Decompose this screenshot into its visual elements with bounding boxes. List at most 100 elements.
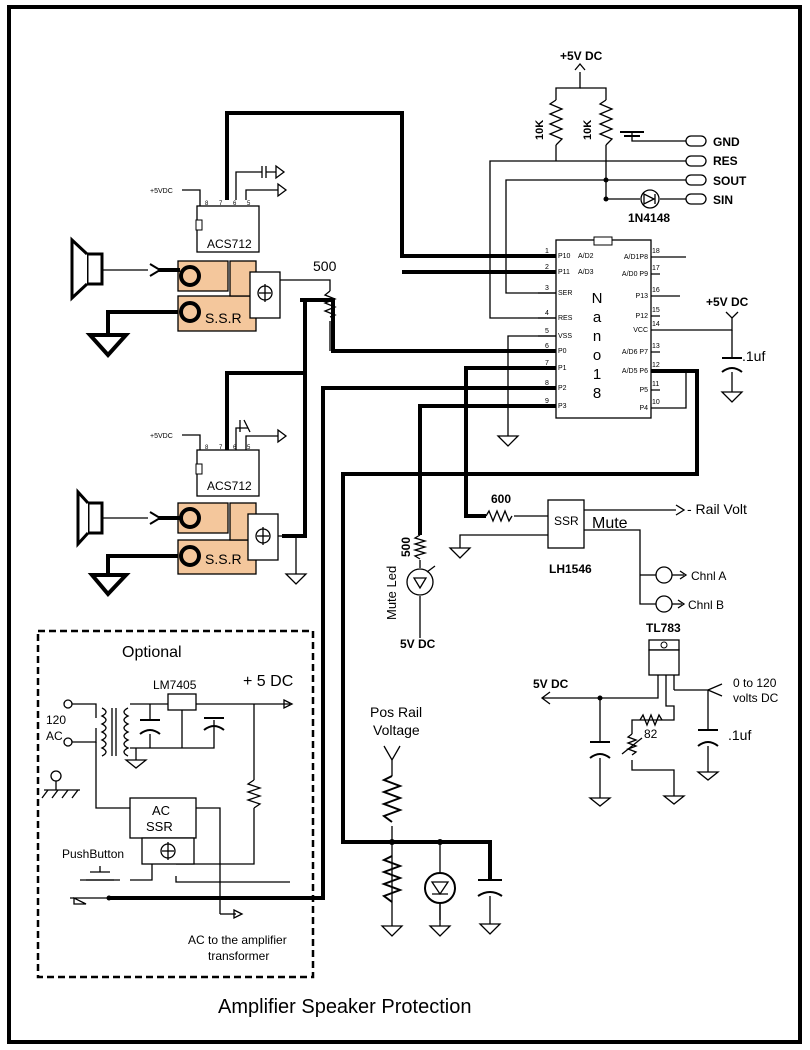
chip-right-pin-num: 13 — [652, 343, 660, 350]
chip-left-pin-label: P1 — [558, 365, 567, 372]
ground-a-icon — [85, 310, 178, 358]
acs712-b — [196, 449, 260, 497]
zener-icon — [424, 872, 456, 904]
chip-name-letter: 1 — [593, 366, 601, 383]
terminal-a-bottom — [179, 301, 201, 323]
speaker-a-icon — [70, 236, 180, 302]
ssr-small-label: SSR — [554, 514, 579, 528]
earth-ground-icon — [41, 770, 80, 799]
chip-right-pin-label: VCC — [633, 327, 648, 334]
ac120-a-label: 120 — [46, 713, 66, 727]
chip-right-pin-num: 11 — [652, 381, 659, 388]
cap-opt-a-icon — [139, 719, 161, 735]
voltage-label: Voltage — [373, 722, 420, 738]
r10k-a-label: 10K — [534, 120, 546, 140]
cap-rail-icon — [477, 879, 503, 924]
terminal-b-bottom — [179, 545, 201, 567]
resistor-82 — [639, 713, 663, 727]
channel-b-module: ACS712 8 7 6 5 S.S.R +5VDC — [150, 419, 308, 585]
pushbutton-icon — [86, 866, 114, 881]
v5-top-label: +5V DC — [560, 49, 603, 63]
pos-rail-label: Pos Rail — [370, 704, 422, 720]
chip-right-pin-label: P12 — [636, 313, 649, 320]
r82-label: 82 — [644, 727, 658, 741]
chip-left-pin-label: P3 — [558, 403, 567, 410]
optional-box — [36, 629, 315, 979]
acs712-a — [196, 205, 260, 253]
resistor-600 — [485, 509, 513, 523]
ground-b-icon — [87, 554, 178, 598]
chip-right-pin-label: A/D5 P6 — [622, 368, 648, 375]
r10k-b-label: 10K — [582, 120, 594, 140]
cap-1uf-a-icon — [721, 357, 743, 373]
ac-amp-b-label: transformer — [208, 949, 269, 963]
chip-right-pin-label: P4 — [639, 405, 648, 412]
chip-right-pin-num: 16 — [652, 287, 660, 294]
chip-right-pin-label: A/D0 P9 — [622, 271, 648, 278]
pushbutton-label: PushButton — [62, 847, 124, 861]
ground-rail-b-icon — [428, 925, 452, 937]
ac-ssr-a-label: AC — [152, 803, 170, 818]
chip-name-letter: 8 — [593, 385, 601, 402]
ac-ssr-box — [129, 797, 197, 839]
ground-vss-icon — [496, 435, 520, 447]
res-label: RES — [713, 154, 738, 168]
resistor-500-led — [412, 534, 428, 560]
svg-text:6: 6 — [233, 445, 237, 451]
chip-left-pin-label: RES — [558, 315, 573, 322]
chip-left-pin-num: 6 — [545, 343, 549, 350]
terminal-b-top — [179, 507, 201, 529]
ground-rail-a-icon — [380, 925, 404, 937]
cap-opt-b-icon — [203, 717, 225, 731]
chnl-a-label: Chnl A — [691, 569, 726, 583]
ssr-mute-box — [547, 499, 585, 549]
ground-rail-c-icon — [478, 923, 502, 935]
resistor-10k-a — [548, 99, 564, 146]
svg-text:6: 6 — [233, 201, 237, 207]
rail-volt-label: - Rail Volt — [687, 501, 747, 517]
volts-dc-label: volts DC — [733, 691, 779, 705]
mute-led-label: Mute Led — [384, 566, 399, 620]
diode-icon — [640, 189, 660, 209]
terminal-a-top — [179, 265, 201, 287]
optional-label: Optional — [122, 644, 182, 661]
svg-text:7: 7 — [219, 445, 223, 451]
svg-text:5: 5 — [247, 445, 251, 451]
channel-a-module: ACS712 8 7 6 5 S.S.R +5VDC — [150, 164, 288, 332]
chip-right-pin-label: A/D1P8 — [624, 254, 648, 261]
ac-ssr-b-label: SSR — [146, 819, 173, 834]
ssr-a-label: S.S.R — [205, 310, 242, 326]
chip-inner-label: A/D3 — [578, 269, 594, 276]
connector-plugs — [685, 135, 707, 205]
speaker-b-icon — [76, 488, 180, 548]
chip-right-pin-num: 10 — [652, 399, 660, 406]
lh1546-label: LH1546 — [549, 562, 592, 576]
chip-right-pin-num: 18 — [652, 248, 660, 255]
acs712-b-pins: 8 7 6 5 — [205, 445, 251, 451]
chip-left-pin-num: 5 — [545, 328, 549, 335]
lm7405-icon — [167, 693, 197, 711]
acs-b-5v-label: +5VDC — [150, 433, 173, 440]
acs-a-5v-label: +5VDC — [150, 188, 173, 195]
chip-right-pin-label: P5 — [639, 387, 648, 394]
diode-label: 1N4148 — [628, 211, 670, 225]
resistor-500 — [323, 290, 337, 318]
acs712-b-label: ACS712 — [207, 479, 252, 493]
acs712-a-label: ACS712 — [207, 237, 252, 251]
ground-vcc-icon — [720, 391, 744, 403]
chip-left-pin-num: 3 — [545, 285, 549, 292]
r500-label: 500 — [313, 258, 337, 274]
chip-name-letter: a — [593, 309, 602, 326]
chip-left-pin-label: P2 — [558, 385, 567, 392]
svg-text:7: 7 — [219, 201, 223, 207]
chip-left-pin-num: 9 — [545, 398, 549, 405]
chip-left-pin-num: 7 — [545, 360, 549, 367]
ssr-a-top-pad — [177, 260, 229, 292]
chip-left-pin-label: P10 — [558, 253, 571, 260]
svg-text:8: 8 — [205, 445, 209, 451]
chip-left-pin-num: 4 — [545, 310, 549, 317]
resistor-rail-top — [381, 775, 403, 823]
ac120-b-label: AC — [46, 729, 63, 743]
